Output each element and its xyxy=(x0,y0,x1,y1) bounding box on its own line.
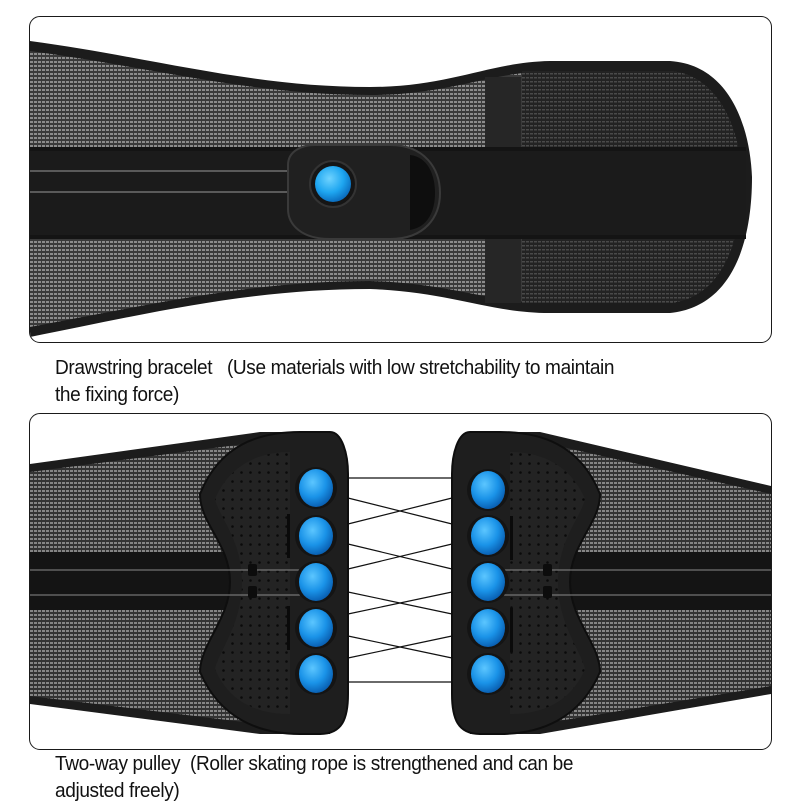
left-velcro-strap xyxy=(30,552,260,610)
pulley-caption-line1: Two-way pulley (Roller skating rope is s… xyxy=(55,752,574,775)
drawstring-caption-line1: Drawstring bracelet (Use materials with … xyxy=(55,356,615,379)
right-velcro-strap xyxy=(540,552,771,610)
left-pulley-buttons xyxy=(295,467,337,695)
pulley-caption-line2: adjusted freely) xyxy=(55,779,180,802)
pulley-image-frame xyxy=(29,413,772,750)
drawstring-caption: Drawstring bracelet (Use materials with … xyxy=(55,354,725,408)
pulley-caption: Two-way pulley (Roller skating rope is s… xyxy=(55,750,725,804)
right-pulley-buttons xyxy=(467,469,509,695)
drawstring-image-frame xyxy=(29,16,772,343)
drawstring-dial-button xyxy=(315,166,351,202)
drawstring-belt-illustration xyxy=(30,41,752,337)
pulley-belt-illustration xyxy=(30,431,771,735)
drawstring-caption-line2: the fixing force) xyxy=(55,383,180,406)
